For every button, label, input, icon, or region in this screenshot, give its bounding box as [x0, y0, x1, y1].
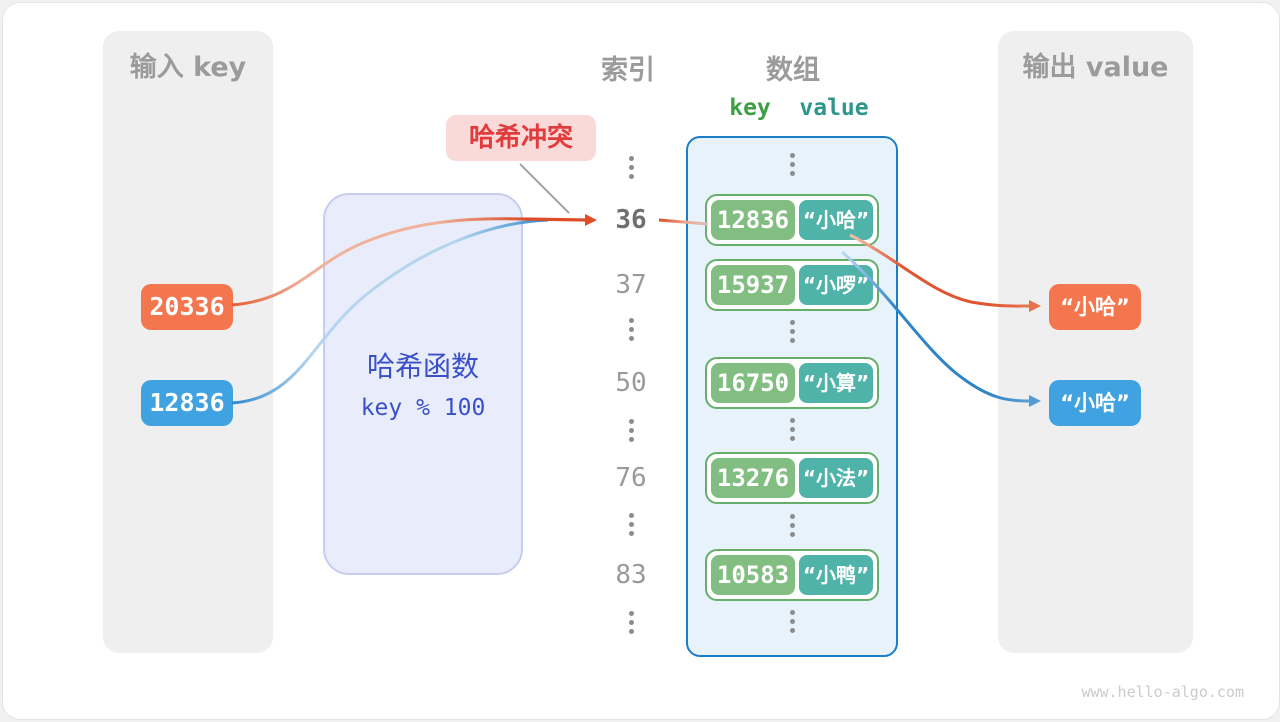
ellipsis-icon: [789, 320, 795, 343]
input-panel-title: 输入 key: [129, 52, 247, 83]
pair-key: 10583: [711, 555, 795, 595]
array-pair-10583: 10583 “小鸭”: [705, 549, 879, 601]
array-pair-15937: 15937 “小啰”: [705, 259, 879, 311]
array-pair-13276: 13276 “小法”: [705, 452, 879, 504]
pair-key: 13276: [711, 458, 795, 498]
hash-function-title: 哈希函数: [366, 350, 479, 383]
output-value-panel: 输出 value: [998, 31, 1193, 653]
value-column-header: value: [799, 95, 869, 121]
ellipsis-icon: [628, 513, 634, 536]
collision-pointer-line: [519, 163, 570, 214]
ellipsis-icon: [628, 611, 634, 634]
array-pair-12836: 12836 “小哈”: [705, 194, 879, 246]
hash-function-formula: key % 100: [360, 395, 486, 421]
index-37: 37: [615, 270, 647, 300]
ellipsis-icon: [628, 318, 634, 341]
index-50: 50: [615, 368, 647, 398]
pair-value: “小法”: [799, 458, 873, 498]
index-83: 83: [615, 560, 647, 590]
output-panel-title: 输出 value: [1022, 52, 1169, 83]
pair-value: “小啰”: [799, 265, 873, 305]
ellipsis-icon: [789, 514, 795, 537]
index-76: 76: [615, 463, 647, 493]
input-key-panel: 输入 key: [103, 31, 273, 653]
output-value-blue: “小哈”: [1049, 380, 1141, 426]
pair-key: 15937: [711, 265, 795, 305]
pair-value: “小算”: [799, 363, 873, 403]
hash-collision-label: 哈希冲突: [446, 115, 596, 161]
input-key-20336: 20336: [141, 284, 233, 330]
watermark: www.hello-algo.com: [1081, 683, 1244, 701]
ellipsis-icon: [628, 419, 634, 442]
ellipsis-icon: [628, 156, 634, 179]
arrow-hash-to-index36: [523, 213, 597, 226]
pair-key: 16750: [711, 363, 795, 403]
ellipsis-icon: [789, 153, 795, 176]
ellipsis-icon: [789, 418, 795, 441]
array-column-header: 数组: [766, 55, 820, 86]
key-column-header: key: [729, 95, 771, 121]
input-key-12836: 12836: [141, 380, 233, 426]
pair-key: 12836: [711, 200, 795, 240]
ellipsis-icon: [789, 610, 795, 633]
array-pair-16750: 16750 “小算”: [705, 357, 879, 409]
pair-value: “小哈”: [799, 200, 873, 240]
pair-value: “小鸭”: [799, 555, 873, 595]
output-value-orange: “小哈”: [1049, 284, 1141, 330]
index-column-header: 索引: [601, 55, 655, 86]
index-36: 36: [615, 205, 647, 235]
